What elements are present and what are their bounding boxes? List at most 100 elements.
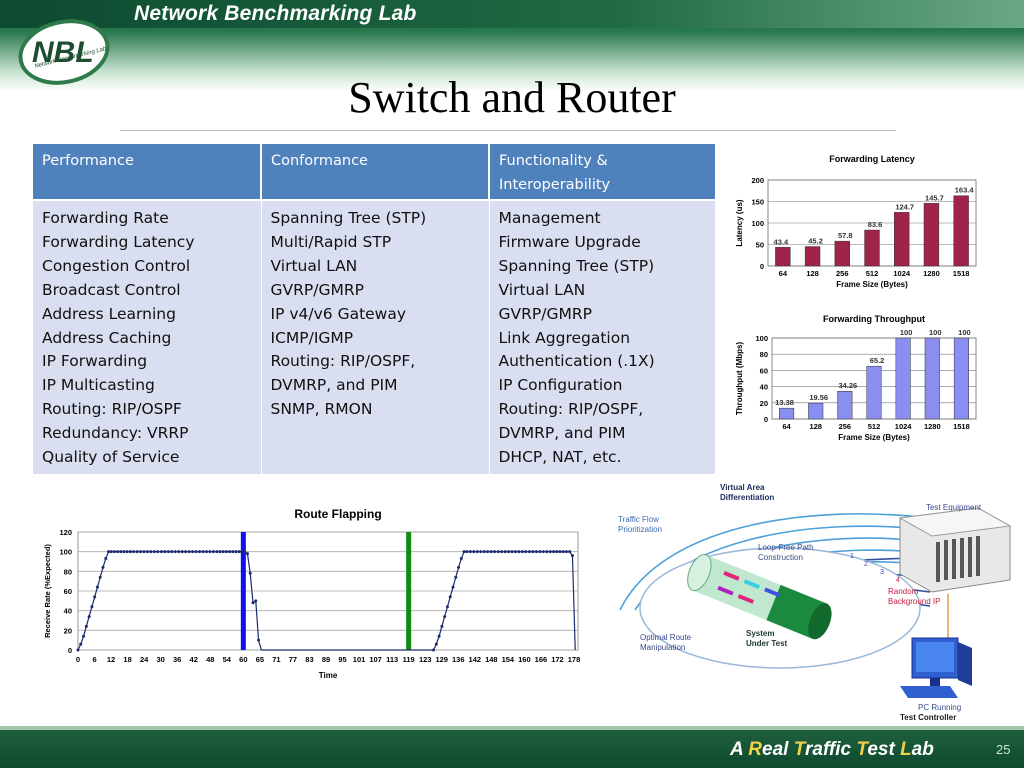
x-tick-label: 256 — [839, 422, 852, 431]
page-number: 25 — [996, 742, 1011, 757]
y-tick-label: 60 — [64, 587, 72, 596]
x-tick-label: 128 — [806, 269, 819, 278]
bar — [837, 390, 853, 420]
data-point — [82, 634, 86, 638]
label-test-equipment: Test Equipment — [926, 503, 982, 512]
data-point — [194, 550, 198, 554]
list-item: IP Multicasting — [42, 376, 155, 395]
x-tick-label: 89 — [322, 655, 330, 664]
y-tick-label: 150 — [751, 198, 764, 207]
x-tick-label: 129 — [435, 655, 448, 664]
data-point — [564, 550, 568, 554]
data-point — [482, 550, 486, 554]
y-tick-label: 20 — [64, 626, 72, 635]
column-performance: Forwarding Rate Forwarding Latency Conge… — [33, 199, 262, 474]
data-label: 57.8 — [838, 231, 853, 240]
data-point — [156, 550, 160, 554]
list-item: GVRP/GMRP — [270, 280, 364, 299]
data-point — [177, 550, 181, 554]
data-point — [198, 550, 202, 554]
tagline-part: R — [748, 739, 763, 760]
y-tick-label: 120 — [59, 528, 72, 537]
data-label: 65.2 — [870, 356, 885, 365]
line-number-1: 1 — [850, 553, 854, 560]
data-point — [211, 550, 215, 554]
x-tick-label: 1024 — [893, 269, 911, 278]
header-functionality: Functionality & Interoperability — [489, 144, 715, 200]
bar — [924, 337, 940, 420]
list-item: Routing: RIP/OSPF, — [498, 400, 644, 419]
x-tick-label: 107 — [369, 655, 382, 664]
data-point — [145, 550, 149, 554]
footer-stripe — [0, 726, 1024, 730]
y-tick-label: 80 — [64, 567, 72, 576]
label-line: Under Test — [746, 639, 788, 648]
data-point — [87, 615, 91, 619]
data-point — [245, 552, 249, 556]
tagline-part: L — [900, 739, 912, 760]
x-tick-label: 178 — [568, 655, 581, 664]
label-line: Traffic Flow — [618, 515, 659, 524]
data-point — [204, 550, 208, 554]
data-point — [119, 550, 123, 554]
throughput-bar-chart: Forwarding Throughput02040608010013.3864… — [735, 314, 977, 442]
data-label: 124.7 — [895, 202, 914, 211]
x-tick-label: 512 — [866, 269, 879, 278]
data-point — [538, 550, 542, 554]
data-point — [257, 638, 261, 642]
label-line: Loop-Free Path — [758, 543, 814, 552]
x-tick-label: 113 — [386, 655, 398, 664]
data-point — [462, 550, 466, 554]
data-point — [558, 550, 562, 554]
data-point — [237, 550, 241, 554]
chart-title: Forwarding Latency — [829, 154, 915, 164]
data-point — [128, 550, 132, 554]
data-point — [496, 550, 500, 554]
data-point — [527, 550, 531, 554]
data-point — [243, 550, 247, 554]
list-item: Virtual LAN — [270, 256, 358, 275]
y-tick-label: 60 — [760, 366, 768, 375]
x-tick-label: 1280 — [923, 269, 940, 278]
header-conformance: Conformance — [261, 144, 490, 200]
x-axis-label: Time — [319, 671, 338, 680]
table-row: Forwarding Rate Forwarding Latency Conge… — [33, 199, 715, 474]
list-item: Authentication (.1X) — [498, 352, 655, 371]
data-point — [191, 550, 195, 554]
bar — [834, 240, 850, 267]
lab-name: Network Benchmarking Lab — [134, 2, 417, 25]
x-tick-label: 60 — [239, 655, 247, 664]
list-item: Virtual LAN — [498, 280, 586, 299]
label-line: Construction — [758, 553, 803, 562]
data-point — [468, 550, 472, 554]
data-point — [475, 550, 479, 554]
data-point — [251, 601, 255, 605]
y-axis-label: Throughput (Mbps) — [735, 342, 744, 416]
chart-title: Route Flapping — [294, 507, 381, 521]
data-point — [510, 550, 514, 554]
logo-letters: NBL — [32, 36, 94, 69]
data-point — [240, 550, 244, 554]
y-tick-label: 80 — [760, 350, 768, 359]
data-point — [503, 550, 507, 554]
y-tick-label: 0 — [760, 262, 764, 271]
label-line: System — [746, 629, 774, 638]
x-tick-label: 1518 — [953, 269, 970, 278]
y-tick-label: 200 — [751, 176, 764, 185]
y-tick-label: 50 — [756, 241, 764, 250]
data-point — [109, 550, 113, 554]
tagline-part: raffic — [805, 739, 857, 760]
x-tick-label: 1024 — [895, 422, 913, 431]
y-tick-label: 20 — [760, 399, 768, 408]
x-tick-label: 119 — [403, 655, 415, 664]
x-tick-label: 0 — [76, 655, 80, 664]
list-item: Address Caching — [42, 328, 172, 347]
label-line: Prioritization — [618, 525, 662, 534]
data-point — [116, 550, 120, 554]
label-line: Background IP — [888, 597, 940, 606]
bar — [895, 337, 911, 420]
bar — [866, 365, 882, 420]
